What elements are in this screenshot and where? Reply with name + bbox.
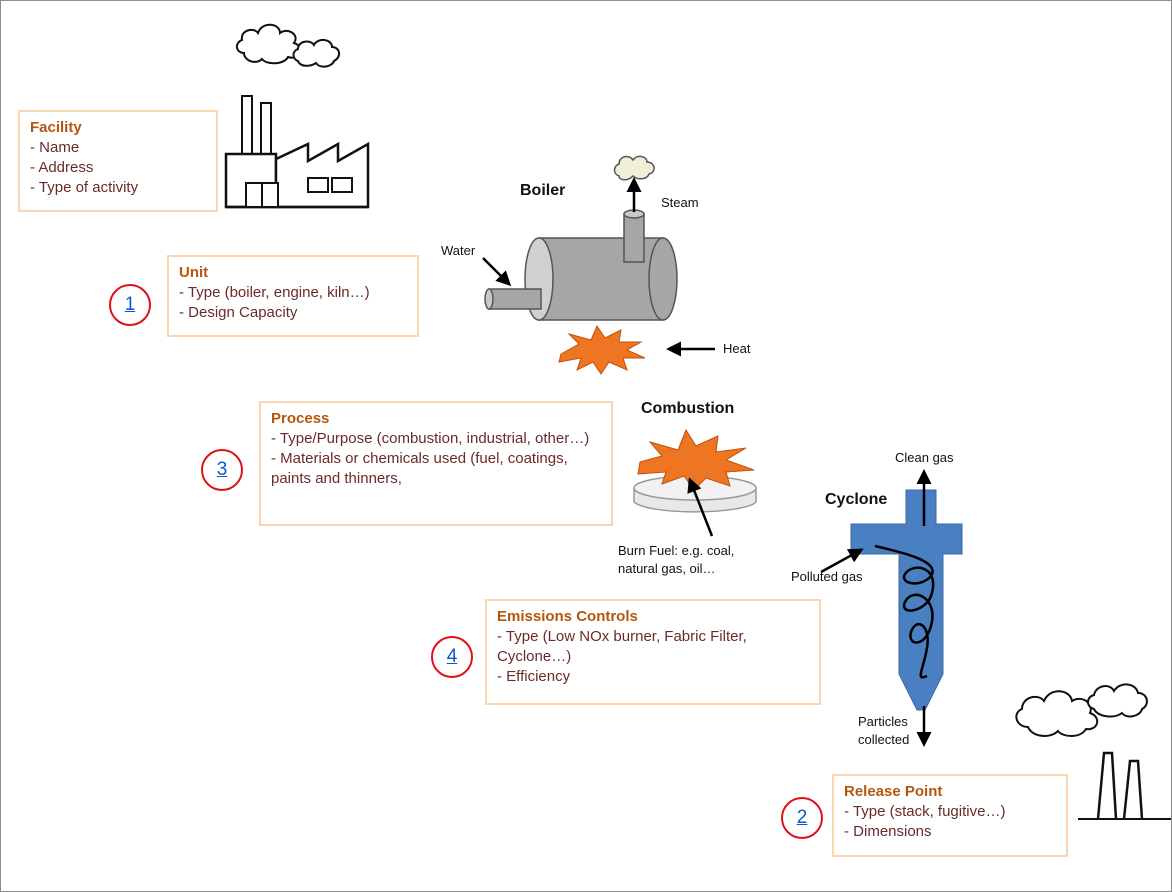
process-item: - Type/Purpose (combustion, industrial, … bbox=[271, 430, 590, 447]
controls-title: Emissions Controls bbox=[497, 608, 638, 625]
heat-label: Heat bbox=[723, 341, 751, 356]
cyclone-illustration bbox=[820, 469, 963, 747]
controls-box: Emissions Controls - Type (Low NOx burne… bbox=[485, 599, 821, 705]
factory-icon bbox=[224, 23, 370, 209]
boiler-title: Boiler bbox=[520, 182, 566, 199]
fuel-label: natural gas, oil… bbox=[618, 561, 716, 576]
release-title: Release Point bbox=[844, 783, 943, 800]
combustion-illustration bbox=[633, 428, 757, 537]
clean-gas-label: Clean gas bbox=[895, 450, 954, 465]
unit-box: Unit - Type (boiler, engine, kiln…) - De… bbox=[167, 255, 419, 337]
controls-item: - Efficiency bbox=[497, 668, 571, 685]
facility-item: - Name bbox=[30, 139, 80, 156]
unit-badge-link[interactable]: 1 bbox=[109, 284, 151, 326]
stacks-icon bbox=[1015, 683, 1171, 820]
process-item: - Materials or chemicals used (fuel, coa… bbox=[271, 450, 568, 487]
process-box: Process - Type/Purpose (combustion, indu… bbox=[259, 401, 613, 526]
combustion-title: Combustion bbox=[641, 400, 735, 417]
facility-box: Facility - Name - Address - Type of acti… bbox=[18, 110, 218, 212]
polluted-gas-label: Polluted gas bbox=[791, 569, 863, 584]
cyclone-title: Cyclone bbox=[825, 491, 888, 508]
facility-item: - Type of activity bbox=[30, 179, 139, 196]
water-label: Water bbox=[441, 243, 476, 258]
release-badge-link[interactable]: 2 bbox=[781, 797, 823, 839]
fuel-label: Burn Fuel: e.g. coal, bbox=[618, 543, 735, 558]
unit-title: Unit bbox=[179, 264, 209, 281]
facility-item: - Address bbox=[30, 159, 94, 176]
unit-item: - Type (boiler, engine, kiln…) bbox=[179, 284, 370, 301]
boiler-illustration bbox=[482, 155, 715, 375]
process-title: Process bbox=[271, 410, 330, 427]
release-item: - Type (stack, fugitive…) bbox=[844, 803, 1006, 820]
release-box: Release Point - Type (stack, fugitive…) … bbox=[832, 774, 1068, 857]
facility-title: Facility bbox=[30, 119, 82, 136]
release-item: - Dimensions bbox=[844, 823, 932, 840]
particles-label: Particles bbox=[858, 714, 908, 729]
steam-label: Steam bbox=[661, 195, 699, 210]
process-badge-link[interactable]: 3 bbox=[201, 449, 243, 491]
unit-item: - Design Capacity bbox=[179, 304, 298, 321]
particles-label: collected bbox=[858, 732, 910, 747]
controls-badge-link[interactable]: 4 bbox=[431, 636, 473, 678]
controls-item: - Type (Low NOx burner, Fabric Filter, C… bbox=[497, 628, 747, 665]
